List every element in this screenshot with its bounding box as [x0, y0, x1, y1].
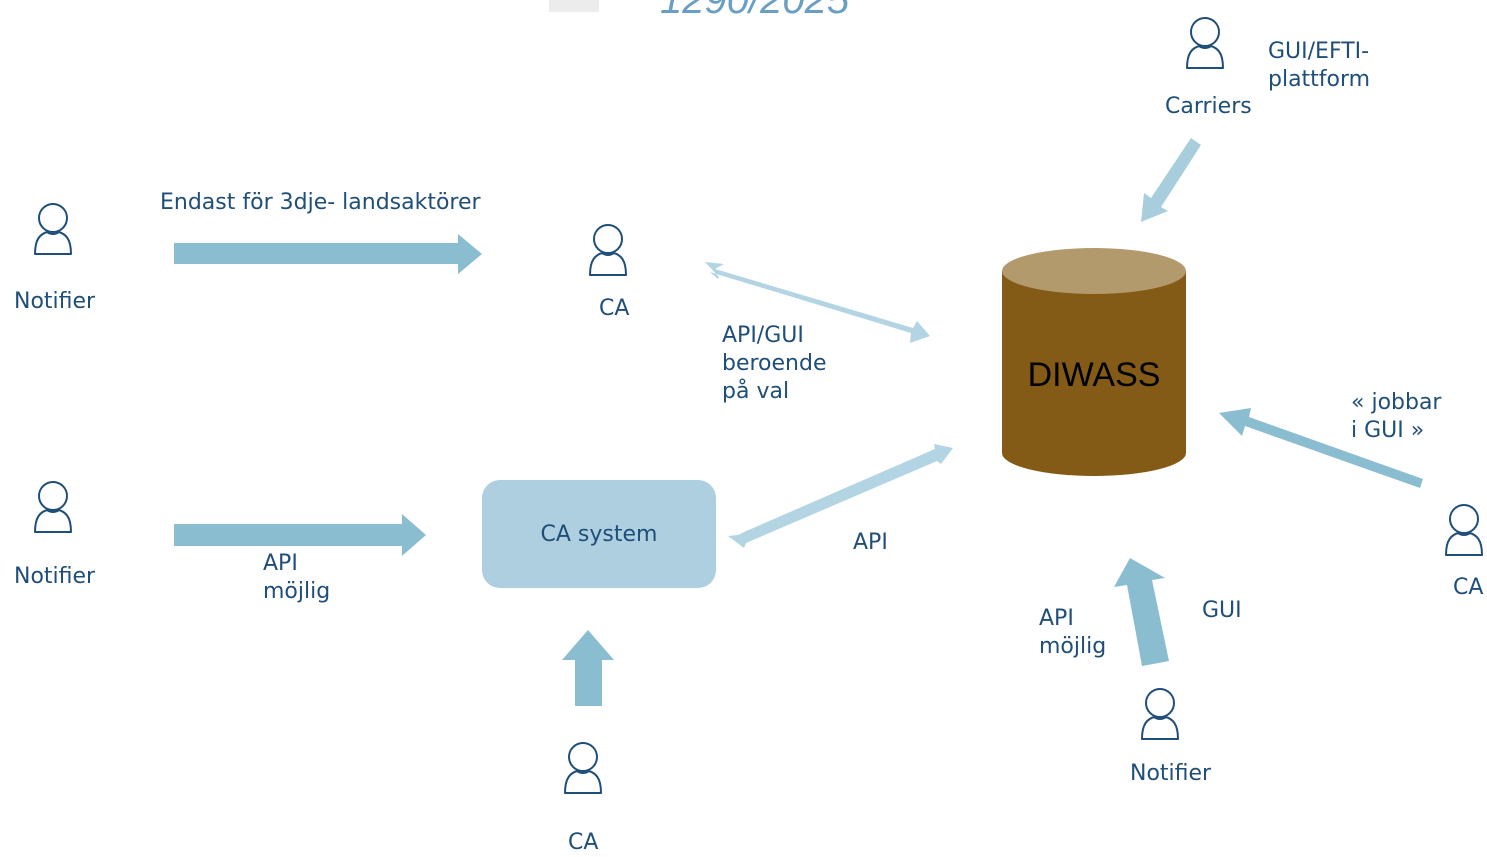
- database-label: DIWASS: [1027, 356, 1161, 394]
- edge-label-third-country: Endast för 3dje- landsaktörer: [160, 190, 481, 215]
- ca-right-label: CA: [1453, 575, 1484, 600]
- notifier-top-label: Notifier: [14, 289, 96, 314]
- arrow-notifier-to-ca-top: [174, 234, 482, 274]
- title-decoration: [549, 0, 599, 12]
- notifier-mid-person-icon: [34, 481, 72, 533]
- carriers-label: Carriers: [1165, 94, 1252, 119]
- diagram-title: 1290/2025: [660, 0, 850, 22]
- edge-label-gui-efti: GUI/EFTI- plattform: [1268, 39, 1371, 92]
- ca-right-person-icon: [1445, 504, 1483, 556]
- ca-bottom-person-icon: [564, 742, 602, 794]
- edge-label-gui: GUI: [1202, 598, 1242, 623]
- edge-label-api-mojlig-bottom: API möjlig: [1039, 606, 1107, 659]
- ca-system-label: CA system: [540, 521, 658, 547]
- ca-top-person-icon: [589, 224, 627, 276]
- edge-label-api-gui: API/GUI beroende på val: [722, 323, 827, 404]
- database-cylinder: [1002, 248, 1186, 476]
- carriers-person-icon: [1186, 17, 1224, 69]
- ca-top-label: CA: [599, 296, 630, 321]
- edge-label-api: API: [853, 530, 888, 555]
- ca-bottom-label: CA: [568, 830, 599, 855]
- notifier-top-person-icon: [34, 203, 72, 255]
- arrow-ca-top-database: [705, 262, 930, 343]
- notifier-bottom-person-icon: [1141, 688, 1179, 740]
- notifier-mid-label: Notifier: [14, 564, 96, 589]
- arrow-notifier-to-ca-system: [174, 514, 426, 556]
- arrow-ca-right-to-database: [1219, 408, 1423, 488]
- edge-label-jobbar-i-gui: « jobbar i GUI »: [1351, 390, 1442, 443]
- arrow-notifier-to-database: [1114, 558, 1169, 666]
- notifier-bottom-label: Notifier: [1130, 761, 1212, 786]
- ca-system-box: CA system: [482, 480, 716, 588]
- arrow-ca-to-ca-system: [562, 630, 614, 706]
- arrow-ca-system-database: [728, 444, 953, 548]
- edge-label-api-mojlig-left: API möjlig: [263, 551, 331, 604]
- arrow-carriers-to-database: [1141, 138, 1201, 222]
